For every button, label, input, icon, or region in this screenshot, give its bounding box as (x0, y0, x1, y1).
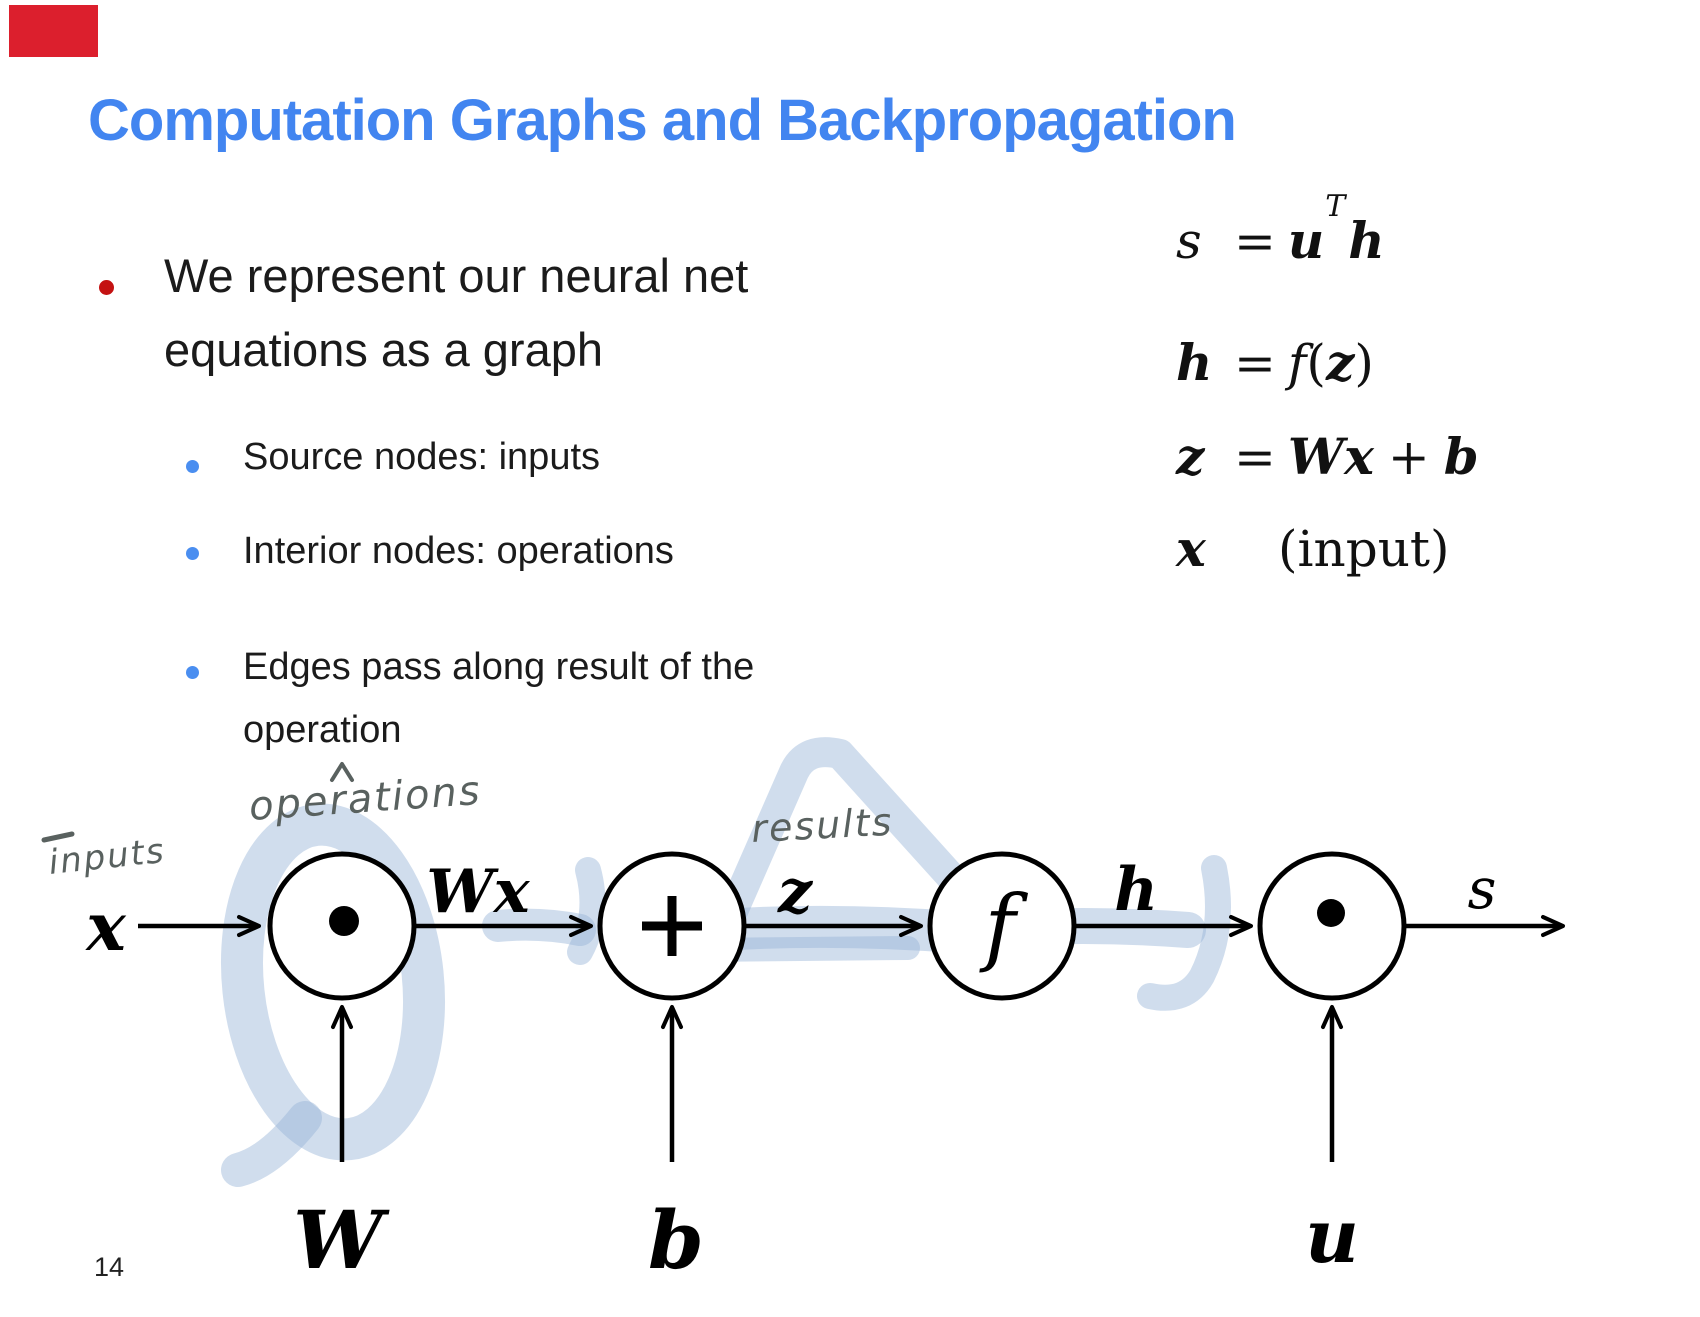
corner-marker (9, 5, 98, 57)
handwriting-operations: operations (247, 768, 483, 830)
eq4-input-note: (input) (1278, 520, 1450, 578)
eq1-transpose: T (1325, 189, 1346, 225)
handwriting-inputs: inputs (47, 831, 168, 883)
edge-label-s: s (1468, 857, 1497, 922)
equation-s: s =uTh (1176, 192, 1385, 270)
eq2-paren-open: ( (1306, 334, 1326, 392)
sub-bullet1-text: Source nodes: inputs (243, 436, 601, 478)
param-label-u: u (1305, 1194, 1359, 1280)
main-bullet-line2: equations as a graph (164, 323, 603, 376)
node4-dot-icon (1317, 899, 1345, 927)
eq3-x: x (1344, 427, 1374, 486)
param-label-b: b (648, 1193, 704, 1287)
eq2-f: f (1287, 334, 1307, 392)
sub-bullet2-icon (186, 547, 199, 560)
page-number: 14 (94, 1252, 125, 1282)
eq3-equals: = (1234, 428, 1276, 486)
eq1-lhs: s (1176, 212, 1202, 270)
sub-bullet3-line1: Edges pass along result of the (243, 646, 755, 688)
handwriting-results: results (750, 800, 894, 851)
equation-x-input: x (input) (1176, 519, 1450, 578)
eq3-lhs: z (1176, 427, 1205, 486)
eq3-b: b (1443, 427, 1479, 486)
eq3-W: W (1287, 427, 1345, 486)
eq1-u: u (1287, 211, 1325, 270)
highlight-ring-tail (221, 1101, 322, 1187)
eq3-plus: + (1387, 428, 1430, 486)
edge-label-h: h (1114, 855, 1158, 925)
handwriting-operations-caret (330, 762, 354, 782)
highlight-ring-node1 (220, 803, 446, 1161)
input-x-label: x (84, 888, 126, 966)
edge-label-wx: Wx (426, 857, 530, 927)
sub-bullet2-text: Interior nodes: operations (243, 530, 674, 572)
node3-f (927, 851, 1077, 1001)
highlight-wx-blob (567, 857, 606, 965)
eq2-paren-close: ) (1354, 334, 1374, 392)
slide-title: Computation Graphs and Backpropagation (88, 88, 1237, 153)
sub-bullet1-icon (186, 460, 199, 473)
eq1-h: h (1348, 211, 1385, 270)
eq2-lhs: h (1176, 333, 1213, 392)
param-label-W: W (293, 1193, 390, 1287)
node1-dot-icon (329, 906, 359, 936)
handwriting-inputs-overbar (41, 831, 75, 843)
highlight-h-hook (1137, 855, 1231, 1011)
eq1-equals: = (1234, 212, 1276, 270)
sub-bullet3-icon (186, 666, 199, 679)
eq2-z: z (1325, 333, 1355, 392)
diagram-edges (138, 915, 1565, 1162)
eq2-equals: = (1234, 334, 1276, 392)
main-bullet-line1: We represent our neural net (164, 249, 749, 302)
main-bullet-icon (99, 280, 114, 295)
edge-label-z: z (777, 857, 814, 927)
sub-bullet3-line2: operation (243, 709, 402, 751)
plus-icon (642, 896, 702, 956)
equation-h: h =f(z) (1176, 333, 1374, 392)
equation-z: z =Wx+b (1176, 427, 1479, 486)
eq4-lhs: x (1176, 519, 1206, 578)
